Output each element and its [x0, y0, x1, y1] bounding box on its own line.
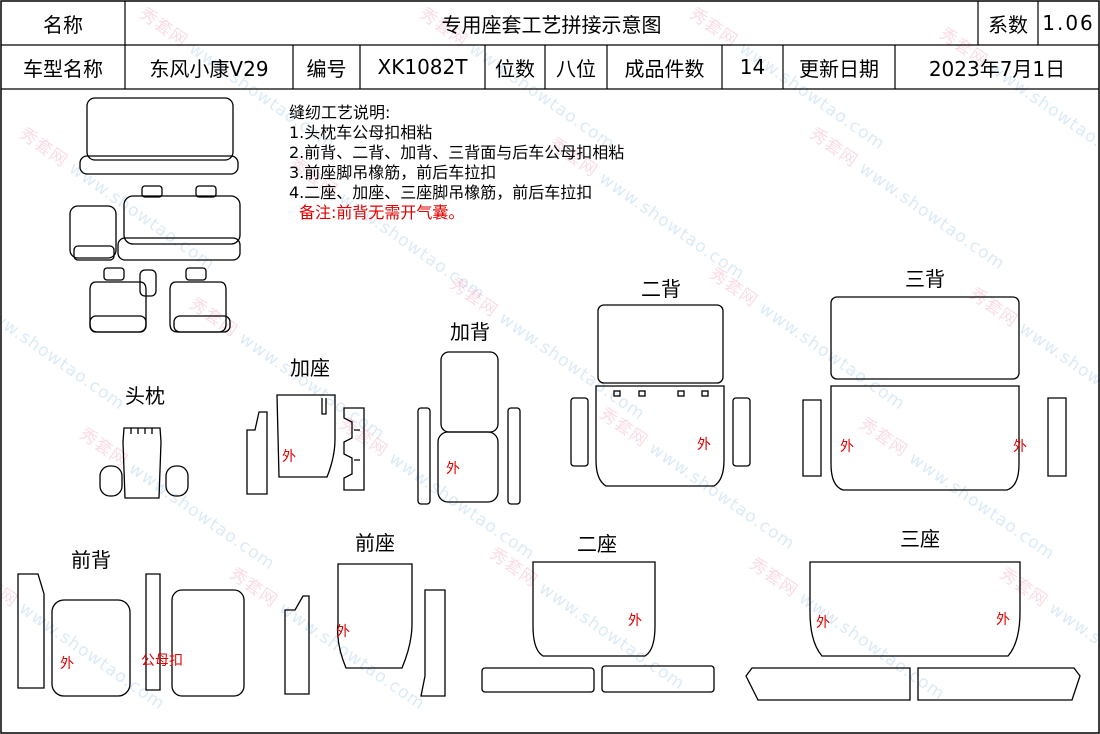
label-add-seat: 加座	[290, 356, 330, 380]
note-item: 3.前座脚吊橡筋，前后车拉扣	[289, 163, 497, 182]
pieces-label: 成品件数	[624, 56, 705, 81]
label-headrest: 头枕	[125, 384, 165, 408]
seat-layout-overview	[69, 97, 241, 333]
third-back-pieces	[802, 296, 1067, 491]
remark-note: 备注:前背无需开气囊。	[299, 203, 465, 222]
date-label: 更新日期	[799, 56, 879, 81]
notes-heading: 缝纫工艺说明:	[289, 103, 391, 122]
page-title: 专用座套工艺拼接示意图	[441, 12, 662, 37]
label-third-seat: 三座	[900, 527, 940, 551]
code-value: XK1082T	[377, 55, 468, 79]
snap-button-mark: 公母扣	[141, 653, 183, 669]
date-value: 2023年7月1日	[928, 56, 1066, 81]
third-seat-pieces	[745, 561, 1081, 701]
label-add-back: 加背	[450, 320, 490, 344]
headrest-pieces	[99, 427, 189, 499]
second-seat-pieces	[481, 561, 715, 693]
outside-mark: 外	[60, 656, 74, 672]
front-seat-pieces	[284, 563, 446, 697]
outside-mark: 外	[1013, 439, 1027, 455]
note-item: 1.头枕车公母扣相粘	[289, 123, 433, 142]
coefficient-value: 1.06	[1042, 11, 1095, 35]
outside-mark: 外	[336, 624, 350, 640]
add-seat-pieces	[246, 394, 365, 495]
pieces-value: 14	[739, 55, 766, 79]
label-front-back: 前背	[71, 548, 111, 572]
note-item: 4.二座、加座、三座脚吊橡筋，前后车拉扣	[289, 183, 593, 202]
front-back-pieces	[17, 573, 245, 697]
seats-value: 八位	[556, 56, 596, 81]
second-back-pieces	[570, 304, 751, 487]
outside-mark: 外	[628, 613, 642, 629]
outside-mark: 外	[446, 461, 460, 477]
label-second-back: 二背	[641, 277, 681, 301]
add-back-pieces	[417, 351, 521, 505]
label-front-seat: 前座	[355, 531, 395, 555]
label-third-back: 三背	[905, 267, 945, 291]
outside-mark: 外	[840, 439, 854, 455]
sewing-notes: 缝纫工艺说明: 1.头枕车公母扣相粘 2.前背、二背、加背、三背面与后车公母扣相…	[289, 103, 624, 223]
outside-mark: 外	[282, 449, 296, 465]
coefficient-label: 系数	[988, 12, 1028, 37]
model-value: 东风小康V29	[149, 56, 269, 81]
name-label: 名称	[43, 12, 83, 37]
outside-mark: 外	[816, 615, 830, 631]
outside-mark: 外	[697, 437, 711, 453]
model-label: 车型名称	[23, 56, 103, 81]
code-label: 编号	[306, 56, 347, 81]
label-second-seat: 二座	[577, 532, 617, 556]
outside-mark: 外	[996, 612, 1010, 628]
seats-label: 位数	[495, 56, 535, 81]
note-item: 2.前背、二背、加背、三背面与后车公母扣相粘	[289, 143, 625, 162]
